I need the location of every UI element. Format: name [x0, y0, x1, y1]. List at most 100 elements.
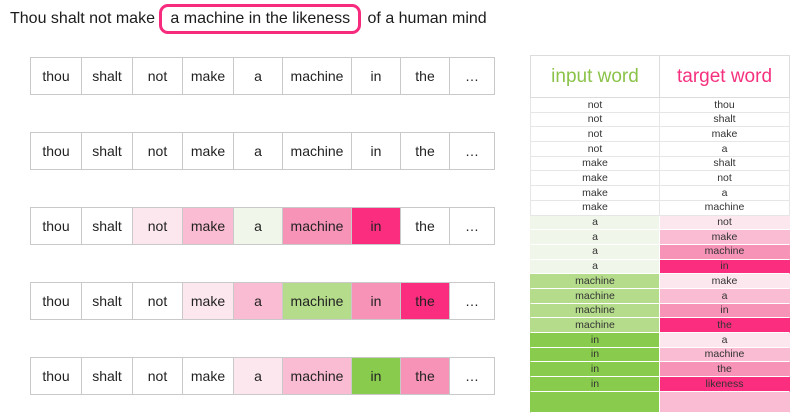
- strip-cell-plain: …: [449, 357, 495, 395]
- target-cell: make: [660, 230, 790, 245]
- sentence-title: Thou shalt not make a machine in the lik…: [10, 4, 487, 34]
- input-cell: in: [530, 347, 660, 363]
- strip-cell-target: machine: [282, 357, 352, 395]
- strip-cell-plain: …: [449, 282, 495, 320]
- strip-cell-plain: not: [132, 282, 183, 320]
- target-cell: a: [660, 186, 790, 201]
- target-cell: shalt: [660, 156, 790, 172]
- target-cell: a: [660, 142, 790, 157]
- target-cell: machine: [660, 200, 790, 216]
- target-cell: [660, 391, 790, 413]
- target-cell: machine: [660, 347, 790, 363]
- strip-cell-plain: the: [400, 207, 450, 245]
- strip-cell-target: machine: [282, 207, 352, 245]
- strip-cell-target: make: [182, 207, 234, 245]
- strip-cell-plain: thou: [30, 357, 82, 395]
- strip-cell-plain: shalt: [81, 207, 133, 245]
- target-cell: the: [660, 362, 790, 378]
- target-cell: machine: [660, 244, 790, 260]
- strip-cell-plain: make: [182, 57, 234, 95]
- strip-cell-plain: not: [132, 132, 183, 170]
- strip-cell-target: the: [400, 357, 450, 395]
- strip-cell-plain: machine: [282, 57, 352, 95]
- input-cell: make: [530, 171, 660, 187]
- input-cell: machine: [530, 303, 660, 319]
- strip-cell-target: a: [233, 282, 283, 320]
- strip-cell-plain: not: [132, 357, 183, 395]
- sentence-highlighted: a machine in the likeness: [170, 10, 351, 27]
- strip-cell-plain: make: [182, 357, 234, 395]
- input-cell: a: [530, 215, 660, 231]
- training-table-head: input word target word: [530, 55, 790, 98]
- strip-cell-plain: in: [351, 57, 401, 95]
- target-cell: the: [660, 318, 790, 333]
- strip-cell-target: in: [351, 282, 401, 320]
- target-cell: in: [660, 259, 790, 275]
- target-cell: not: [660, 171, 790, 187]
- input-cell: not: [530, 127, 660, 143]
- strip-cell-plain: …: [449, 207, 495, 245]
- strip-cell-target: in: [351, 207, 401, 245]
- target-cell: shalt: [660, 112, 790, 128]
- input-cell: machine: [530, 318, 660, 333]
- target-cell: a: [660, 333, 790, 348]
- input-cell: in: [530, 333, 660, 348]
- strip-cell-plain: shalt: [81, 357, 133, 395]
- target-cell: not: [660, 215, 790, 231]
- strip-cell-plain: thou: [30, 207, 82, 245]
- strip-cell-input: a: [233, 207, 283, 245]
- input-cell: not: [530, 98, 660, 113]
- input-cell: in: [530, 377, 660, 392]
- target-cell: thou: [660, 98, 790, 113]
- table-row: [530, 391, 790, 413]
- strip-cell-plain: the: [400, 57, 450, 95]
- target-cell: likeness: [660, 377, 790, 392]
- strip-cell-plain: not: [132, 57, 183, 95]
- strip-cell-plain: in: [351, 132, 401, 170]
- target-cell: make: [660, 127, 790, 143]
- strip-cell-plain: machine: [282, 132, 352, 170]
- sentence-before: Thou shalt not make: [10, 10, 160, 27]
- sentence-highlight-box: a machine in the likeness: [159, 4, 362, 34]
- input-cell: a: [530, 244, 660, 260]
- input-cell: [530, 391, 660, 413]
- input-cell: machine: [530, 274, 660, 289]
- input-cell: machine: [530, 288, 660, 304]
- sentence-after: of a human mind: [363, 10, 487, 27]
- strip-cell-target: not: [132, 207, 183, 245]
- input-cell: a: [530, 230, 660, 245]
- input-cell: not: [530, 112, 660, 128]
- strip-cell-plain: …: [449, 132, 495, 170]
- target-cell: in: [660, 303, 790, 319]
- strip-cell-plain: shalt: [81, 132, 133, 170]
- input-cell: make: [530, 156, 660, 172]
- strip-cell-plain: make: [182, 132, 234, 170]
- strip-cell-plain: a: [233, 57, 283, 95]
- strip-cell-target: a: [233, 357, 283, 395]
- strip-cell-plain: thou: [30, 57, 82, 95]
- strip-cell-input: machine: [282, 282, 352, 320]
- target-cell: make: [660, 274, 790, 289]
